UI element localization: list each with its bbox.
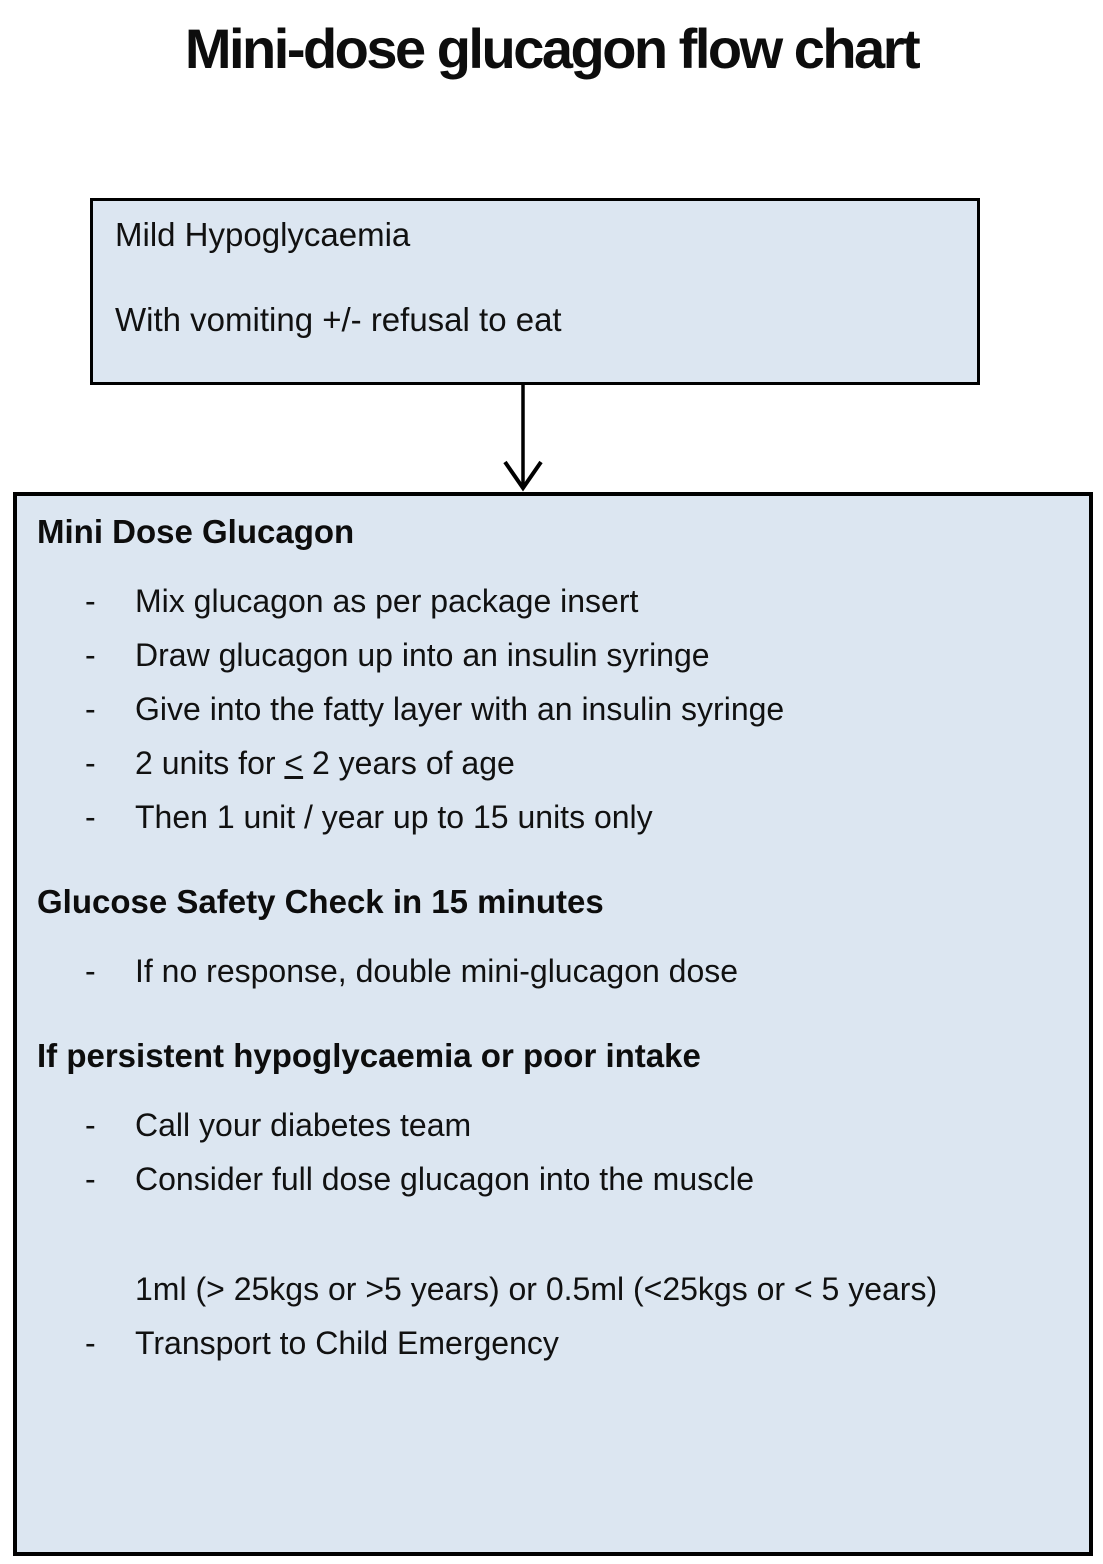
start-box-line-2: With vomiting +/- refusal to eat — [115, 301, 562, 338]
less-than-or-equal-symbol: < — [284, 745, 304, 781]
list-item-text: Draw glucagon up into an insulin syringe — [135, 637, 710, 673]
list-item: - 2 units for < 2 years of age — [85, 744, 1065, 782]
list-item: - Consider full dose glucagon into the m… — [85, 1160, 1065, 1198]
list-item: - Give into the fatty layer with an insu… — [85, 690, 1065, 728]
list-item-text: Call your diabetes team — [135, 1107, 472, 1143]
down-arrow-icon — [503, 385, 543, 492]
bullet-dash: - — [85, 691, 96, 727]
list-item: - Then 1 unit / year up to 15 units only — [85, 798, 1065, 836]
list-item-text-post: 2 years of age — [303, 745, 515, 781]
bullet-dash: - — [85, 1161, 96, 1197]
page-title: Mini-dose glucagon flow chart — [184, 17, 921, 80]
section-heading: Mini Dose Glucagon — [37, 513, 355, 550]
section-mini-dose-glucagon: Mini Dose Glucagon - Mix glucagon as per… — [37, 512, 1065, 836]
list-item: - If no response, double mini-glucagon d… — [85, 952, 1065, 990]
list-item: - Transport to Child Emergency — [85, 1324, 1065, 1362]
list-item-text: 1ml (> 25kgs or >5 years) or 0.5ml (<25k… — [135, 1271, 938, 1307]
section-glucose-safety-check: Glucose Safety Check in 15 minutes - If … — [37, 882, 1065, 990]
bullet-dash: - — [85, 583, 96, 619]
main-box-mini-dose-glucagon: Mini Dose Glucagon - Mix glucagon as per… — [13, 492, 1093, 1556]
start-box-mild-hypoglycaemia: Mild Hypoglycaemia With vomiting +/- ref… — [90, 198, 980, 385]
list-item-text: If no response, double mini-glucagon dos… — [135, 953, 739, 989]
bullet-dash: - — [85, 637, 96, 673]
list-item-text-pre: 2 units for — [135, 745, 285, 781]
bullet-dash: - — [85, 1325, 96, 1361]
section-items: - Mix glucagon as per package insert - D… — [37, 582, 1065, 836]
list-item: - Call your diabetes team — [85, 1106, 1065, 1144]
bullet-dash: - — [85, 1107, 96, 1143]
list-item-text: 2 units for < 2 years of age — [135, 744, 515, 782]
section-persistent-hypoglycaemia: If persistent hypoglycaemia or poor inta… — [37, 1036, 1065, 1362]
section-heading: If persistent hypoglycaemia or poor inta… — [37, 1037, 701, 1074]
bullet-dash: - — [85, 953, 96, 989]
list-item-text: Give into the fatty layer with an insuli… — [135, 691, 785, 727]
list-item-text: Transport to Child Emergency — [135, 1325, 559, 1361]
list-item-continuation: 1ml (> 25kgs or >5 years) or 0.5ml (<25k… — [85, 1270, 1065, 1308]
list-item-text: Mix glucagon as per package insert — [135, 583, 639, 619]
section-items: - Call your diabetes team - Consider ful… — [37, 1106, 1065, 1362]
bullet-dash: - — [85, 799, 96, 835]
bullet-dash-empty — [85, 1270, 135, 1308]
list-item-text: Then 1 unit / year up to 15 units only — [135, 799, 653, 835]
list-item: - Mix glucagon as per package insert — [85, 582, 1065, 620]
start-box-line-1: Mild Hypoglycaemia — [115, 216, 411, 253]
bullet-dash: - — [85, 745, 96, 781]
section-items: - If no response, double mini-glucagon d… — [37, 952, 1065, 990]
section-heading: Glucose Safety Check in 15 minutes — [37, 883, 604, 920]
list-item: - Draw glucagon up into an insulin syrin… — [85, 636, 1065, 674]
list-item-text: Consider full dose glucagon into the mus… — [135, 1161, 755, 1197]
